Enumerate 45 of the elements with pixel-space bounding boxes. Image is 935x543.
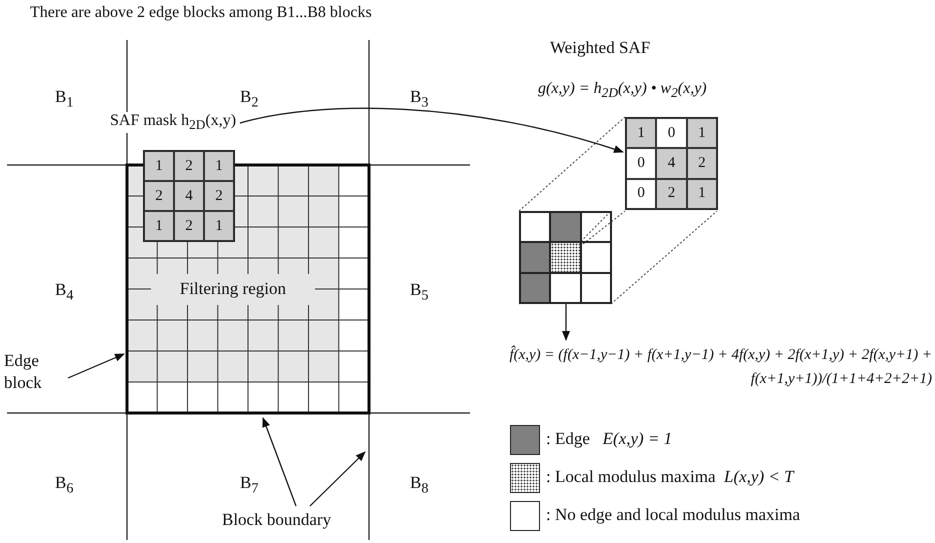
weight-value: 2 [144, 181, 174, 211]
panel-heading: Weighted SAF [550, 38, 650, 58]
weight-value: 4 [656, 148, 687, 179]
arrow [562, 304, 570, 341]
block-label: B$_{1}$ [55, 87, 74, 112]
weight-value: 2 [174, 211, 204, 241]
weight-value: 1 [686, 118, 717, 148]
block-label: B$_{4}$ [55, 280, 74, 304]
block-label: B$_{6}$ [55, 473, 74, 498]
block-label: B$_{8}$ [410, 473, 428, 498]
block-boundary-label: Block boundary [222, 510, 332, 530]
mask-label: SAF mask h$_{2D}$(x,y) [110, 112, 236, 134]
curved-arrow [240, 108, 624, 154]
pixel-grid [519, 211, 612, 304]
filter-formula: f̂(x,y) = (f(x−1,y−1) + f(x+1,y−1) + 4f(x,y) + 2f(x+1,y) + 2f(x,y+1) + f(x+1,y+1))/(1+1+4+2+2+1) [448, 343, 932, 391]
weight-value: 0 [656, 118, 687, 148]
region-label: Filtering region [151, 274, 315, 304]
arrow [68, 353, 125, 379]
weight-value: 1 [144, 151, 174, 181]
weight-value: 4 [174, 181, 204, 211]
weight-value: 2 [656, 178, 687, 209]
arrow [310, 451, 366, 506]
legend-label: : Edge E(x,y) = 1 [546, 429, 672, 449]
weight-value: 2 [686, 148, 717, 179]
block-label: B$_{7}$ [240, 473, 258, 498]
weight-value: 1 [144, 211, 174, 241]
legend-label: : No edge and local modulus maxima [546, 505, 800, 525]
block-label: B$_{5}$ [410, 280, 428, 304]
legend-label: : Local modulus maxima L(x,y) < T [546, 467, 794, 487]
weight-formula: g(x,y) = h$_{2D}$(x,y) • w$_{2}$(x,y) [538, 80, 707, 102]
block-label: B$_{2}$ [240, 87, 258, 112]
title: There are above 2 edge blocks among B1...B8 blocks [30, 4, 372, 22]
edge-block-label: Edge block [4, 350, 64, 394]
weight-value: 0 [626, 178, 656, 209]
weight-value: 1 [686, 178, 717, 209]
weight-value: 2 [204, 181, 234, 211]
weight-value: 2 [174, 151, 204, 181]
weight-value: 1 [626, 118, 656, 148]
weight-value: 0 [626, 148, 656, 179]
weight-value: 1 [204, 211, 234, 241]
weight-grid [625, 117, 718, 210]
block-label: B$_{3}$ [410, 87, 428, 112]
weight-value: 1 [204, 151, 234, 181]
arrow [262, 417, 297, 506]
mask-grid [143, 150, 235, 242]
